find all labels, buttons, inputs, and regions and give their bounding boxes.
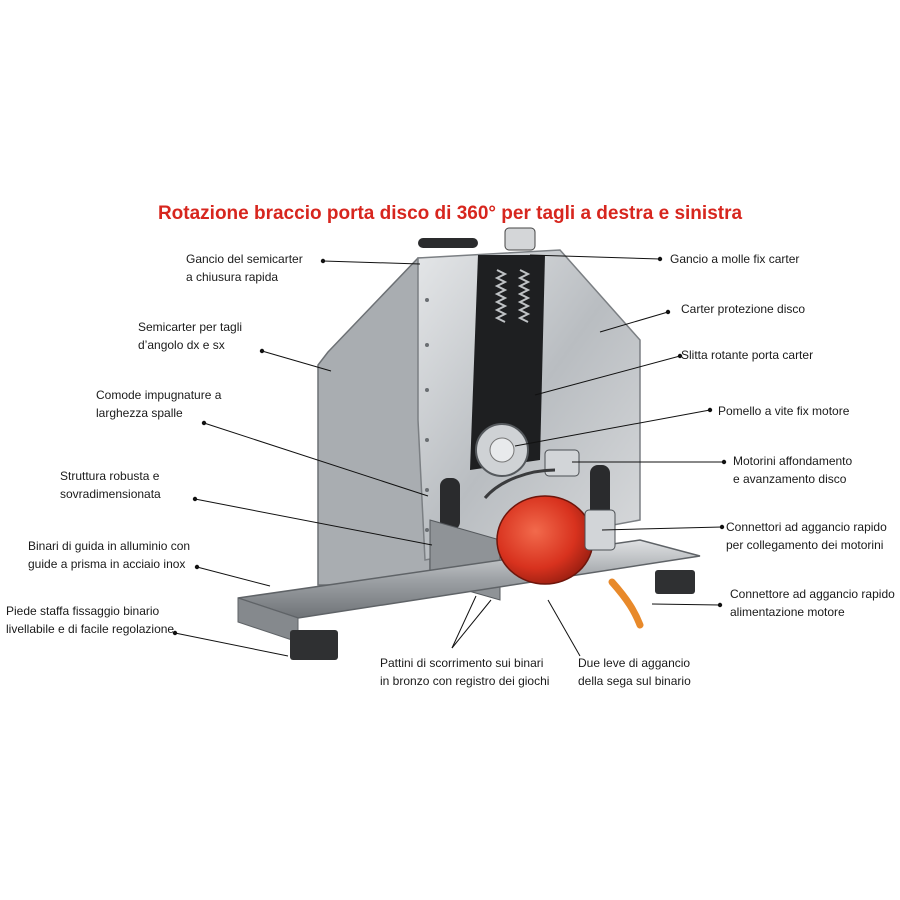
label-leve: Due leve di aggancio della sega sul bina… [578, 654, 691, 690]
label-line: d’angolo dx e sx [138, 338, 225, 352]
power-cable [608, 578, 644, 629]
label-connettori-motorini: Connettori ad aggancio rapido per colleg… [726, 518, 887, 554]
top-hooks [418, 227, 536, 251]
leader-gancio-molle [529, 254, 661, 260]
label-gancio-semicarter: Gancio del semicarter a chiusura rapida [186, 250, 303, 286]
label-line: Gancio a molle fix carter [670, 252, 800, 266]
label-semicarter-tagli: Semicarter per tagli d’angolo dx e sx [138, 318, 242, 354]
label-line: Struttura robusta e [60, 469, 160, 483]
label-pomello: Pomello a vite fix motore [718, 402, 849, 420]
hoses [483, 468, 556, 499]
label-line: Binari di guida in alluminio con [28, 539, 191, 553]
label-struttura: Struttura robusta e sovradimensionata [60, 467, 161, 503]
label-piede: Piede staffa fissaggio binario livellabi… [6, 602, 174, 638]
label-line: Piede staffa fissaggio binario [6, 604, 160, 618]
label-line: e avanzamento disco [733, 472, 847, 486]
label-line: Gancio del semicarter [186, 252, 303, 266]
leader-carter [599, 311, 669, 333]
label-line: Motorini affondamento [733, 454, 853, 468]
label-line: Slitta rotante porta carter [681, 348, 814, 362]
leader-dots [172, 256, 727, 636]
label-line: Pattini di scorrimento sui binari [380, 656, 544, 670]
leader-impugnature [203, 422, 429, 497]
label-line: livellabile e di facile regolazione [6, 622, 175, 636]
label-line: Connettori ad aggancio rapido [726, 520, 887, 534]
diagram-title: Rotazione braccio porta disco di 360° pe… [157, 203, 743, 224]
label-line: della sega sul binario [578, 674, 691, 688]
leader-pattini-1 [451, 595, 477, 649]
rail-foot-left [290, 630, 338, 660]
label-line: Due leve di aggancio [578, 656, 691, 670]
leader-piede [174, 632, 289, 657]
label-line: Carter protezione disco [681, 302, 806, 316]
leader-struttura [194, 498, 433, 546]
semicarter-plate [317, 257, 431, 586]
label-slitta-rotante: Slitta rotante porta carter [681, 346, 813, 364]
label-line: sovradimensionata [60, 487, 161, 501]
label-line: alimentazione motore [730, 605, 845, 619]
leader-gancio-semicarter [322, 260, 421, 265]
leader-lines [174, 254, 724, 657]
label-connettore-motore: Connettore ad aggancio rapido alimentazi… [730, 585, 895, 621]
label-line: Semicarter per tagli [138, 320, 243, 334]
leader-pomello [514, 409, 711, 447]
label-impugnature: Comode impugnature a larghezza spalle [96, 386, 221, 422]
red-motor [496, 495, 594, 585]
label-line: Comode impugnature a [96, 388, 222, 402]
label-line: per collegamento dei motorini [726, 538, 884, 552]
leader-connettori-motorini [601, 526, 723, 531]
label-line: Pomello a vite fix motore [718, 404, 850, 418]
label-pattini: Pattini di scorrimento sui binari in bro… [380, 654, 549, 690]
label-line: in bronzo con registro dei giochi [380, 674, 550, 688]
label-motorini: Motorini affondamento e avanzamento disc… [733, 452, 852, 488]
label-line: guide a prisma in acciaio inox [28, 557, 186, 571]
label-binari: Binari di guida in alluminio con guide a… [28, 537, 190, 573]
leader-binari [196, 566, 271, 587]
leader-leve [547, 599, 581, 657]
springs [494, 269, 531, 323]
label-line: Connettore ad aggancio rapido [730, 587, 895, 601]
leader-connettore-motore [651, 603, 721, 606]
rail-foot-right [655, 570, 695, 594]
rivets [425, 298, 429, 532]
label-gancio-molle: Gancio a molle fix carter [670, 250, 799, 268]
handles [440, 465, 610, 530]
label-line: a chiusura rapida [186, 270, 279, 284]
label-line: larghezza spalle [96, 406, 183, 420]
leader-pattini-2 [451, 599, 492, 649]
slide-rail [470, 255, 545, 470]
leader-semicarter [261, 350, 332, 372]
leader-slitta [534, 355, 681, 396]
label-carter-protezione: Carter protezione disco [681, 300, 805, 318]
